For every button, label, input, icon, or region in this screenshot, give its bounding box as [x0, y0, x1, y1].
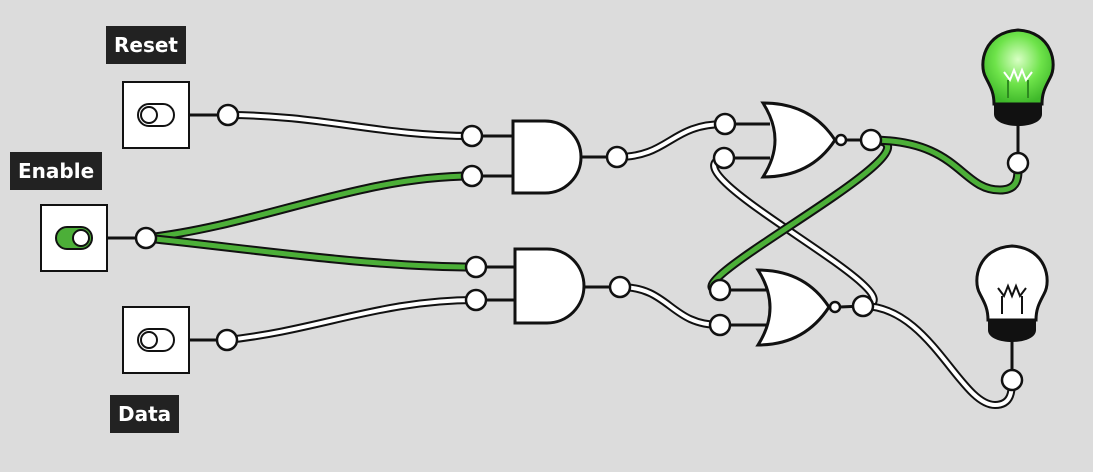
- and-gate-bottom[interactable]: [476, 247, 620, 325]
- data-toggle-icon: [137, 328, 175, 352]
- enable-switch[interactable]: [40, 204, 108, 272]
- reset-switch[interactable]: [122, 81, 190, 149]
- pin-and-bottom-out[interactable]: [608, 275, 632, 299]
- pin-and-bottom-in2[interactable]: [464, 288, 488, 312]
- pin-enable-out[interactable]: [134, 226, 158, 250]
- pin-nor-bottom-in2[interactable]: [708, 313, 732, 337]
- pin-and-top-in1[interactable]: [460, 124, 484, 148]
- data-switch[interactable]: [122, 306, 190, 374]
- nor-gate-bottom[interactable]: [720, 268, 864, 347]
- enable-label: Enable: [10, 152, 103, 190]
- lightbulb-off-icon: [975, 244, 1049, 370]
- pin-nor-bottom-in1[interactable]: [708, 278, 732, 302]
- pin-nor-top-out[interactable]: [859, 128, 883, 152]
- pin-lamp-top-in[interactable]: [1006, 151, 1030, 175]
- pins: [134, 103, 1030, 392]
- pin-data-out[interactable]: [215, 328, 239, 352]
- wires: [141, 111, 1023, 410]
- pin-reset-out[interactable]: [216, 103, 240, 127]
- wire-nor-top-to-lamp-top[interactable]: [866, 135, 1023, 195]
- pin-and-top-out[interactable]: [605, 145, 629, 169]
- data-label: Data: [110, 395, 180, 433]
- pin-nor-top-in1[interactable]: [713, 112, 737, 136]
- reset-toggle-icon: [137, 103, 175, 127]
- pin-nor-top-in2[interactable]: [712, 146, 736, 170]
- reset-label: Reset: [106, 26, 186, 64]
- pin-nor-bottom-out[interactable]: [851, 294, 875, 318]
- and-gate-top[interactable]: [472, 119, 617, 195]
- nor-gate-top[interactable]: [724, 101, 871, 179]
- pin-and-bottom-in1[interactable]: [464, 255, 488, 279]
- enable-toggle-icon: [55, 226, 93, 250]
- pin-and-top-in2[interactable]: [460, 164, 484, 188]
- lightbulb-on-icon: [981, 28, 1055, 153]
- pin-lamp-bottom-in[interactable]: [1000, 368, 1024, 392]
